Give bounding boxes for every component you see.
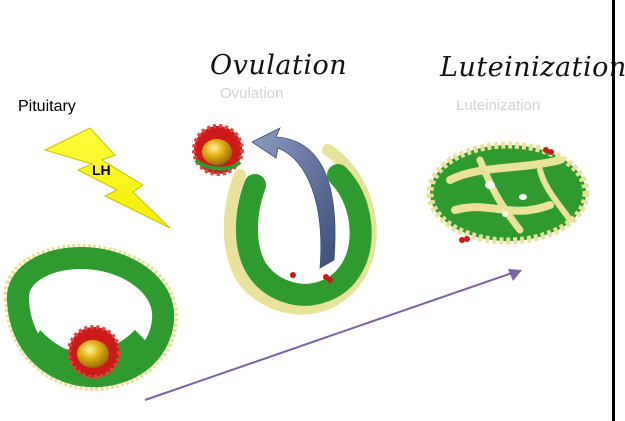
corpus-luteum — [426, 141, 590, 245]
lh-hormone-label: LH — [92, 162, 111, 178]
right-border-line — [612, 0, 615, 421]
luteinization-printed-label: Luteinization — [456, 97, 541, 114]
oocyte-with-cumulus — [67, 325, 121, 379]
curved-arrow-icon — [251, 127, 336, 269]
ovulation-printed-label: Ovulation — [220, 85, 284, 102]
pituitary-label: Pituitary — [18, 98, 76, 115]
ovulation-handwritten-label: Ovulation — [210, 50, 348, 81]
cumulus-remnant-dots — [290, 147, 554, 283]
released-oocyte — [192, 124, 244, 176]
lightning-bolt-icon — [43, 127, 171, 229]
mature-follicle — [3, 243, 179, 392]
luteinization-handwritten-label: Luteinization — [440, 52, 625, 83]
ovulating-follicle — [223, 144, 377, 315]
timeline-arrow-icon — [144, 269, 522, 401]
